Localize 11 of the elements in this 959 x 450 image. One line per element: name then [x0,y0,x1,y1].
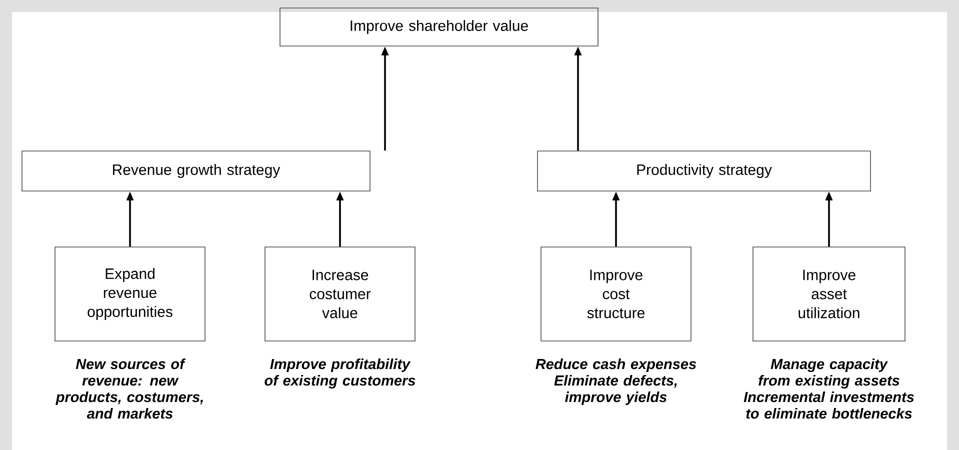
box: Productivity strategy [537,150,871,192]
box: Increase costumer value [264,246,416,342]
note-text: Reduce cash expenses Eliminate defects, improve yields [536,358,696,406]
box: Improve asset utilization [752,246,906,342]
box: Improve shareholder value [280,8,598,46]
box: Revenue growth strategy [22,150,370,192]
note-text: Improve profitability of existing customers [264,358,416,389]
note-text: New sources of revenue: new products, costumers, and markets [56,358,203,419]
note-text: Manage capacity from existing assets Incremental investments to eliminate bottlenecks [744,358,914,419]
box: Expand revenue opportunities [54,246,206,342]
box: Improve cost structure [540,246,692,342]
